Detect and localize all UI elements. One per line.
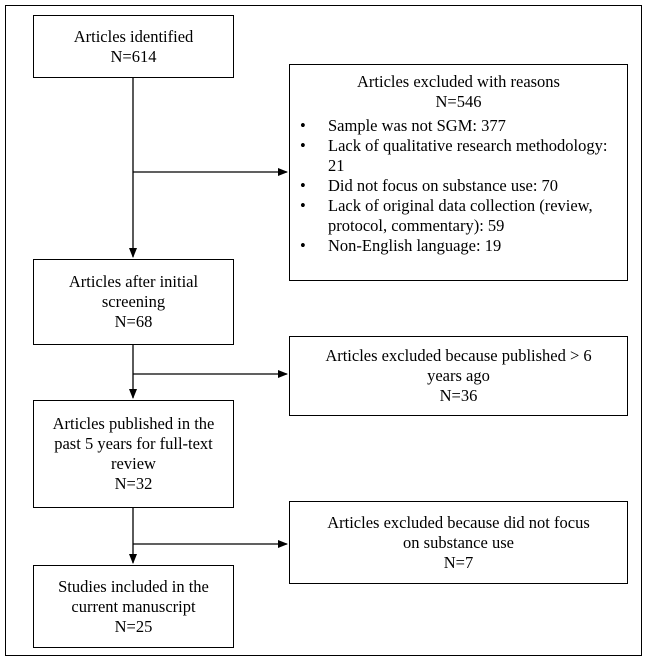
bullet-icon: • xyxy=(300,136,306,155)
box-line: screening xyxy=(101,292,166,311)
reasons-list: • Sample was not SGM: 377 • Lack of qualit… xyxy=(290,116,627,256)
reason-text: Sample was not SGM: 377 xyxy=(328,116,506,135)
initial-screening-box: Articles after initial screening N=68 xyxy=(33,259,234,345)
bullet-icon: • xyxy=(300,196,306,215)
articles-identified-box: Articles identified N=614 xyxy=(33,15,234,78)
bullet-icon: • xyxy=(300,116,306,135)
reason-item: • Sample was not SGM: 377 xyxy=(290,116,627,136)
excluded-old-articles-box: Articles excluded because published > 6 … xyxy=(289,336,628,416)
box-count: N=68 xyxy=(114,312,153,331)
reason-text: Non-English language: 19 xyxy=(328,236,502,255)
reason-text: Did not focus on substance use: 70 xyxy=(328,176,559,195)
reason-item: • Non-English language: 19 xyxy=(290,236,627,256)
figure-frame xyxy=(5,5,642,656)
box-line: review xyxy=(111,454,156,473)
reason-item: • Lack of qualitative research methodolog… xyxy=(290,136,627,176)
box-count: N=614 xyxy=(110,46,157,66)
reason-text: Lack of qualitative research methodology… xyxy=(328,136,608,175)
studies-included-box: Studies included in the current manuscri… xyxy=(33,565,234,648)
reason-item: • Lack of original data collection (revie… xyxy=(290,196,627,236)
excluded-with-reasons-box: Articles excluded with reasons N=546 • Sa… xyxy=(289,64,628,281)
excluded-substance-box: Articles excluded because did not focus … xyxy=(289,501,628,584)
box-line: past 5 years for full-text xyxy=(54,434,213,453)
box-count: N=25 xyxy=(114,616,153,636)
box-line: Articles after initial xyxy=(68,272,199,291)
box-line: current manuscript xyxy=(71,596,196,616)
bullet-icon: • xyxy=(300,236,306,255)
box-count: N=7 xyxy=(443,552,474,572)
box-line: Articles excluded because did not focus xyxy=(327,512,590,532)
box-line: Articles excluded because published > 6 xyxy=(325,346,592,365)
box-line: Articles identified xyxy=(73,26,194,46)
box-count: N=32 xyxy=(114,474,153,493)
full-text-review-box: Articles published in the past 5 years f… xyxy=(33,400,234,508)
box-count: N=36 xyxy=(439,386,478,405)
box-line: on substance use xyxy=(403,532,514,552)
reason-item: • Did not focus on substance use: 70 xyxy=(290,176,627,196)
box-line: years ago xyxy=(427,366,490,385)
box-count: N=546 xyxy=(435,92,482,111)
box-line: Studies included in the xyxy=(58,576,209,596)
box-line: Articles published in the xyxy=(52,414,215,433)
reason-text: Lack of original data collection (review… xyxy=(328,196,593,235)
bullet-icon: • xyxy=(300,176,306,195)
box-title: Articles excluded with reasons xyxy=(357,72,560,91)
